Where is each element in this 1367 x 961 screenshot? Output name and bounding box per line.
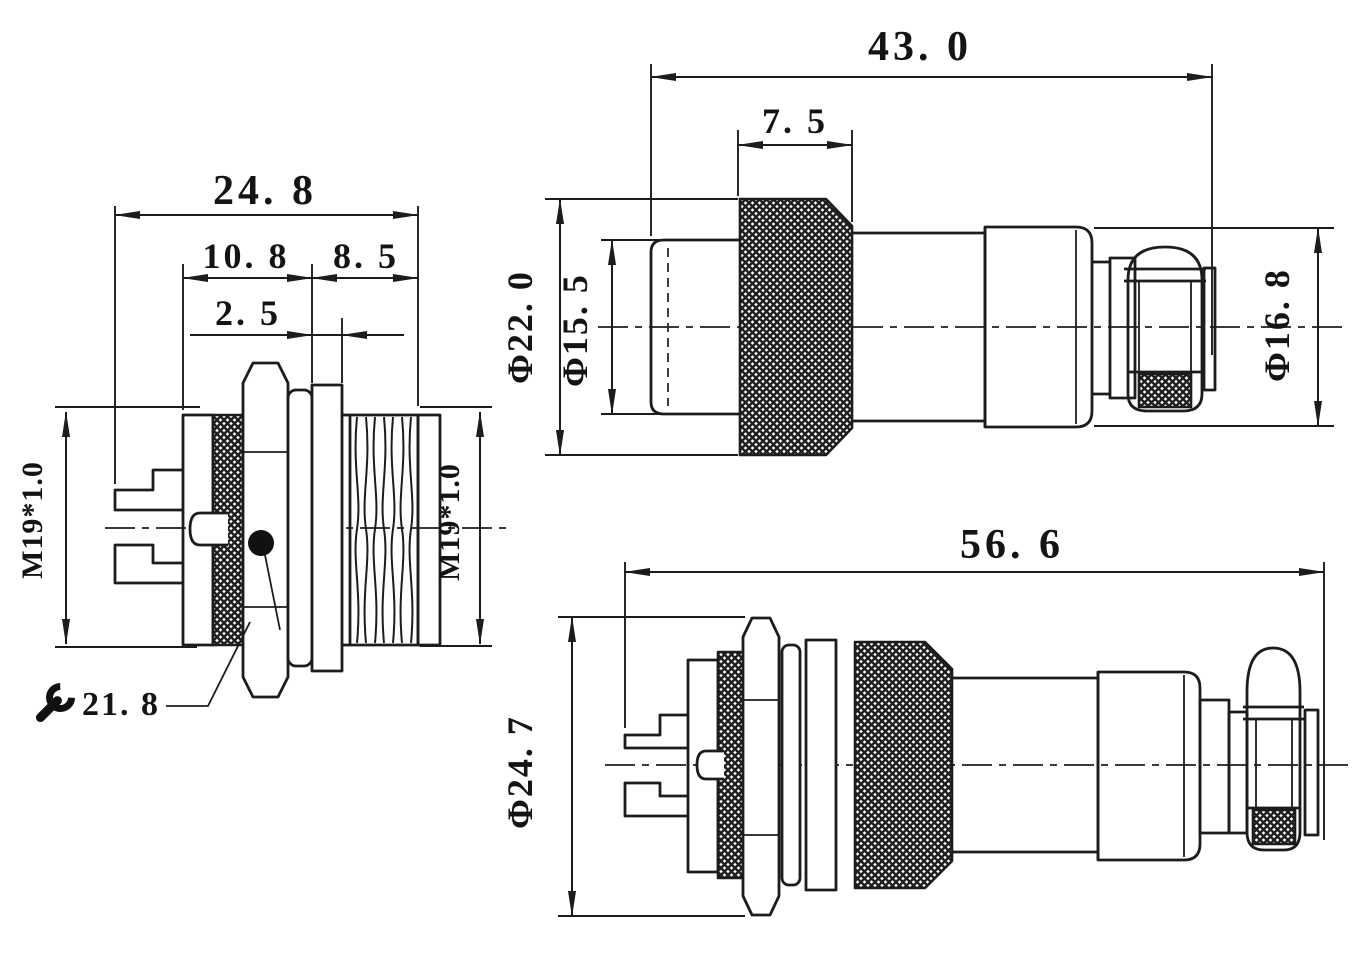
assembly-view: 56. 6 Φ24. 7 — [500, 522, 1348, 917]
clamp-screw-thread — [1137, 372, 1193, 409]
assembly-panel-washer — [804, 638, 838, 892]
socket-hex-nut — [241, 361, 290, 699]
dim-socket-thread-front: M19*1.0 — [16, 406, 200, 648]
dim-assembly-length: 56. 6 — [624, 522, 1325, 840]
dim-text-8-5: 8. 5 — [333, 236, 399, 276]
socket-center-contact — [188, 511, 228, 547]
dim-assembly-flange-od: Φ24. 7 — [500, 616, 745, 917]
solder-dot — [248, 530, 274, 556]
socket-panel-washer — [310, 383, 344, 673]
plug-view: 43. 0 7. 5 Φ22. 0 Φ15. 5 Φ16. 8 — [500, 24, 1348, 457]
socket-rear-cap — [416, 413, 442, 647]
dim-plug-rear-od: Φ16. 8 — [1094, 227, 1334, 427]
plug-clamp-bracket — [1108, 256, 1137, 400]
assembly-gasket — [780, 643, 802, 887]
dim-text-phi-24-7: Φ24. 7 — [500, 715, 540, 829]
dim-plug-knurl-width: 7. 5 — [737, 101, 853, 222]
dim-text-21-8: 21. 8 — [82, 686, 160, 723]
assembly-upper-pin — [623, 713, 688, 750]
assembly-cable-clamp — [1243, 646, 1320, 852]
plug-rear-shell — [983, 225, 1094, 429]
dim-socket-washer: 2. 5 — [190, 293, 404, 383]
dim-text-phi-15-5: Φ15. 5 — [555, 273, 595, 387]
dim-text-24-8: 24. 8 — [213, 168, 317, 214]
assembly-knurled-ring — [853, 640, 954, 890]
dim-text-43-0: 43. 0 — [868, 24, 972, 70]
socket-view: 24. 8 10. 8 8. 5 2. 5 M19*1.0 — [16, 168, 513, 723]
dim-text-10-8: 10. 8 — [203, 236, 290, 276]
socket-gasket — [286, 388, 314, 668]
dim-text-phi-22-0: Φ22. 0 — [500, 270, 540, 384]
dim-text-2-5: 2. 5 — [215, 293, 281, 333]
clamp-side-plate — [1303, 708, 1320, 837]
assembly-lower-pin — [623, 781, 688, 818]
dim-text-phi-16-8: Φ16. 8 — [1257, 268, 1297, 382]
socket-lower-pin — [113, 543, 183, 585]
dim-socket-front-rear: 10. 8 8. 5 — [182, 236, 419, 410]
dim-text-m19-right: M19*1.0 — [433, 463, 466, 581]
socket-upper-pin — [113, 468, 183, 512]
plug-cable-clamp — [1124, 245, 1217, 413]
socket-thread-section — [348, 413, 420, 647]
dim-text-56-6: 56. 6 — [960, 522, 1064, 568]
dim-socket-thread-rear: M19*1.0 — [420, 406, 492, 647]
dim-plug-front-od: Φ15. 5 — [555, 239, 662, 415]
dim-plug-length: 43. 0 — [650, 24, 1213, 355]
plug-knurled-ring — [738, 197, 854, 457]
dim-socket-hex: 21. 8 — [35, 621, 251, 723]
wrench-icon — [35, 682, 76, 723]
assembly-rear-shell — [1096, 670, 1202, 862]
clamp-screw-thread — [1251, 808, 1297, 846]
dim-plug-coupling-od: Φ22. 0 — [500, 198, 738, 456]
dim-text-m19-left: M19*1.0 — [16, 461, 49, 579]
clamp-side-plate — [1202, 266, 1217, 392]
solder-dot-leader — [264, 554, 281, 631]
dim-socket-overall: 24. 8 — [114, 168, 419, 484]
assembly-center-contact — [695, 749, 724, 781]
assembly-hex-nut — [741, 616, 781, 917]
dim-text-7-5: 7. 5 — [762, 101, 828, 141]
